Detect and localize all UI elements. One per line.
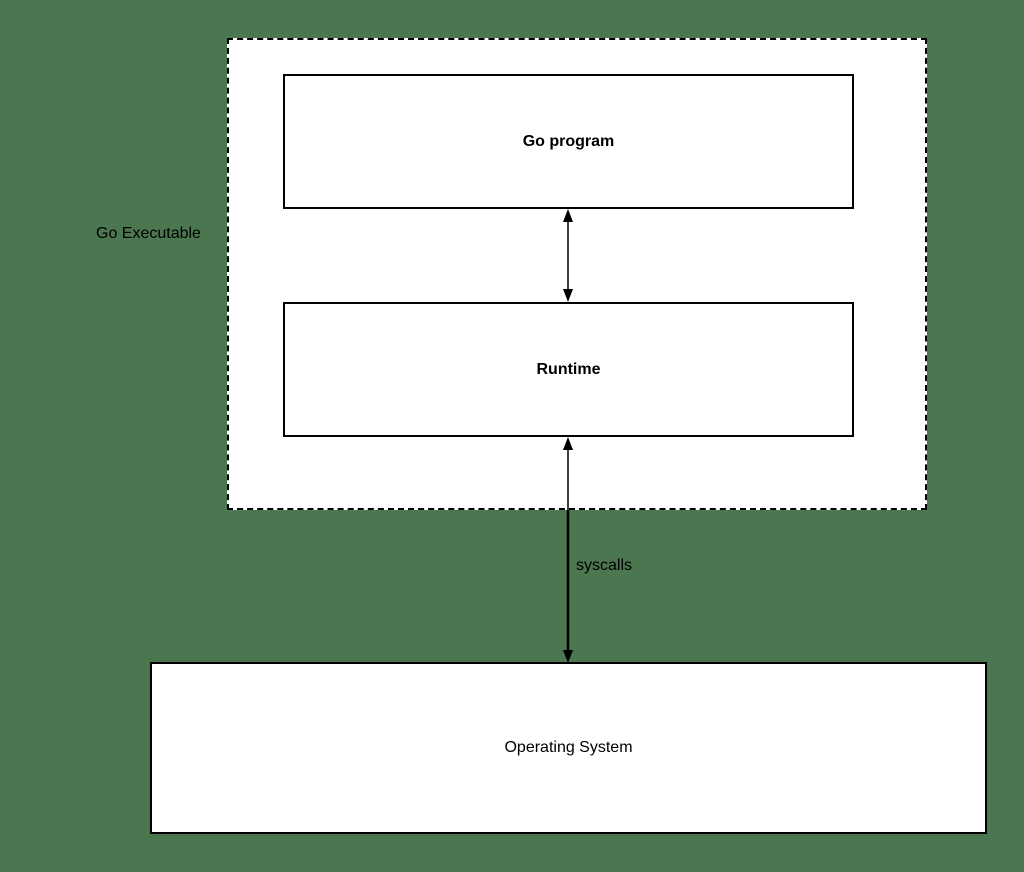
- go-program-label: Go program: [522, 132, 615, 150]
- runtime-box: Runtime: [283, 302, 854, 437]
- operating-system-label: Operating System: [504, 739, 633, 756]
- program-runtime-arrow-icon: [563, 209, 573, 302]
- runtime-label: Runtime: [536, 360, 601, 378]
- syscalls-label: syscalls: [576, 557, 633, 574]
- runtime-os-syscalls-arrow-icon: [563, 437, 573, 663]
- go-executable-label: Go Executable: [96, 225, 201, 242]
- go-program-box: Go program: [283, 74, 854, 209]
- operating-system-box: Operating System: [150, 662, 987, 834]
